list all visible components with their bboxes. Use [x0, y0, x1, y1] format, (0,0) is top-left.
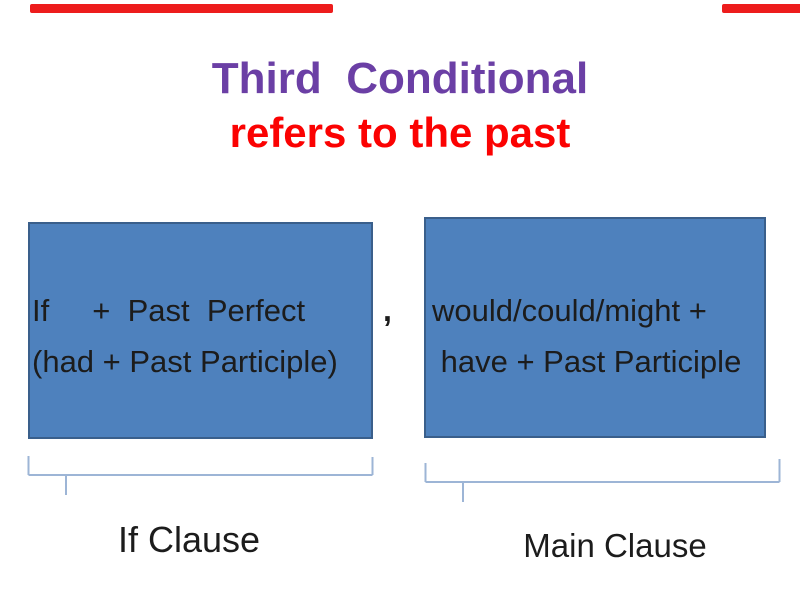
- main-clause-formula-line1: would/could/might +: [432, 293, 707, 328]
- main-clause-bracket: [424, 459, 781, 502]
- if-clause-box-text: If + Past Perfect (had + Past Participle…: [32, 285, 338, 387]
- if-clause-box: If + Past Perfect (had + Past Participle…: [28, 222, 373, 439]
- main-clause-box-text: would/could/might + have + Past Particip…: [432, 285, 741, 387]
- slide-title-line2: refers to the past: [229, 109, 571, 156]
- if-clause-formula-line2: (had + Past Participle): [32, 344, 338, 379]
- separator-comma: ,: [383, 292, 392, 328]
- top-left-red-bar: [30, 4, 333, 13]
- main-clause-formula-line2: have + Past Participle: [432, 344, 742, 379]
- slide-title-line1: Third Conditional: [211, 54, 589, 103]
- if-clause-formula-line1: If + Past Perfect: [32, 293, 306, 328]
- if-clause-label: If Clause: [117, 519, 261, 560]
- main-clause-box: would/could/might + have + Past Particip…: [424, 217, 766, 438]
- top-right-red-bar: [722, 4, 800, 13]
- main-clause-label: Main Clause: [523, 527, 707, 564]
- if-clause-bracket: [27, 456, 374, 495]
